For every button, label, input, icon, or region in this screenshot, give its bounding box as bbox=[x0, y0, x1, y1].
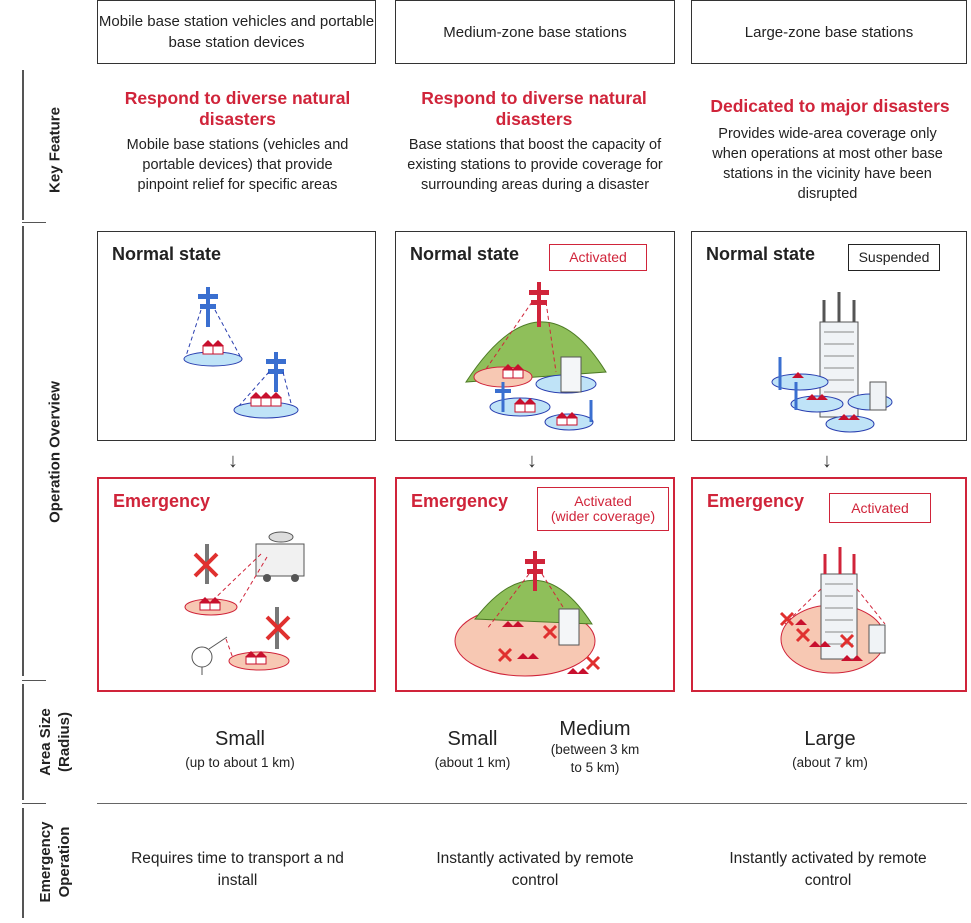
emergency-illustration-medium bbox=[454, 551, 601, 677]
left-axis-line-1 bbox=[22, 70, 24, 220]
feature-title-large: Dedicated to major disasters bbox=[710, 96, 950, 116]
emergency-title: Emergency bbox=[411, 491, 509, 511]
column-header-medium-zone: Medium-zone base stations bbox=[395, 0, 675, 64]
area-size-medium-small: Small bbox=[447, 728, 498, 750]
feature-desc-large: Provides wide-area coverage only when op… bbox=[712, 126, 943, 202]
down-arrow-icon: ↓ bbox=[822, 450, 832, 472]
left-axis-line-2 bbox=[22, 226, 24, 676]
portable-antenna-icon bbox=[191, 636, 228, 675]
feature-title-medium: Respond to diverse natural disasters bbox=[421, 88, 647, 129]
emergency-panel-large: Emergency Activated bbox=[691, 477, 967, 692]
normal-panel-medium: Normal state Activated bbox=[395, 231, 675, 441]
operation-medium: Instantly activated by remote control bbox=[436, 850, 634, 889]
area-size-mobile: Small bbox=[214, 728, 265, 750]
area-size-large: Large bbox=[804, 728, 856, 750]
status-tag-activated-wider: Activated(wider coverage) bbox=[537, 487, 669, 531]
area-radius-mobile: (up to about 1 km) bbox=[185, 755, 295, 770]
status-tag-suspended: Suspended bbox=[848, 244, 940, 271]
operation-mobile: Requires time to transport a nd install bbox=[131, 850, 344, 889]
normal-state-title: Normal state bbox=[410, 244, 520, 264]
normal-illustration-large bbox=[771, 292, 893, 433]
column-header-mobile: Mobile base station vehicles and portabl… bbox=[97, 0, 376, 64]
normal-illustration-medium bbox=[465, 282, 607, 431]
feature-title-mobile: Respond to diverse natural disasters bbox=[124, 88, 351, 129]
section-divider bbox=[97, 803, 967, 804]
normal-panel-large: Normal state Suspended bbox=[691, 231, 967, 441]
left-axis-line-4 bbox=[22, 808, 24, 918]
row-label-area-size: Area Size(Radius) bbox=[37, 708, 73, 776]
tower-icon bbox=[198, 287, 218, 327]
area-size-medium: Medium bbox=[559, 718, 631, 740]
row-label-key-feature: Key Feature bbox=[46, 107, 64, 193]
feature-desc-medium: Base stations that boost the capacity of… bbox=[407, 137, 663, 193]
normal-panel-mobile: Normal state bbox=[97, 231, 376, 441]
emergency-illustration-mobile bbox=[184, 531, 305, 675]
normal-state-title: Normal state bbox=[112, 244, 222, 264]
emergency-title: Emergency bbox=[707, 491, 805, 511]
area-radius-large: (about 7 km) bbox=[792, 755, 868, 770]
emergency-panel-medium: Emergency Activated(wider coverage) bbox=[395, 477, 675, 692]
row-separator bbox=[22, 680, 46, 681]
failure-cross-icon bbox=[193, 552, 219, 578]
status-tag-activated: Activated bbox=[829, 493, 931, 523]
column-header-large-zone: Large-zone base stations bbox=[691, 0, 967, 64]
operation-large: Instantly activated by remote control bbox=[729, 850, 927, 889]
normal-state-title: Normal state bbox=[706, 244, 816, 264]
row-separator bbox=[22, 222, 46, 223]
building-icon bbox=[560, 356, 582, 393]
house-icon bbox=[202, 340, 224, 346]
normal-illustration-mobile bbox=[183, 287, 299, 419]
area-radius-medium-small: (about 1 km) bbox=[434, 755, 511, 770]
emergency-illustration-large bbox=[779, 547, 886, 674]
emergency-title: Emergency bbox=[113, 491, 211, 511]
feature-desc-mobile: Mobile base stations (vehicles and porta… bbox=[126, 137, 349, 193]
vehicle-icon bbox=[255, 543, 305, 577]
down-arrow-icon: ↓ bbox=[228, 450, 238, 472]
down-arrow-icon: ↓ bbox=[527, 450, 537, 472]
emergency-panel-mobile: Emergency bbox=[97, 477, 376, 692]
row-separator bbox=[22, 803, 46, 804]
row-label-operation-overview: Operation Overview bbox=[46, 381, 64, 523]
left-axis-line-3 bbox=[22, 684, 24, 800]
status-tag-activated: Activated bbox=[549, 244, 647, 271]
tower-icon bbox=[266, 352, 286, 392]
